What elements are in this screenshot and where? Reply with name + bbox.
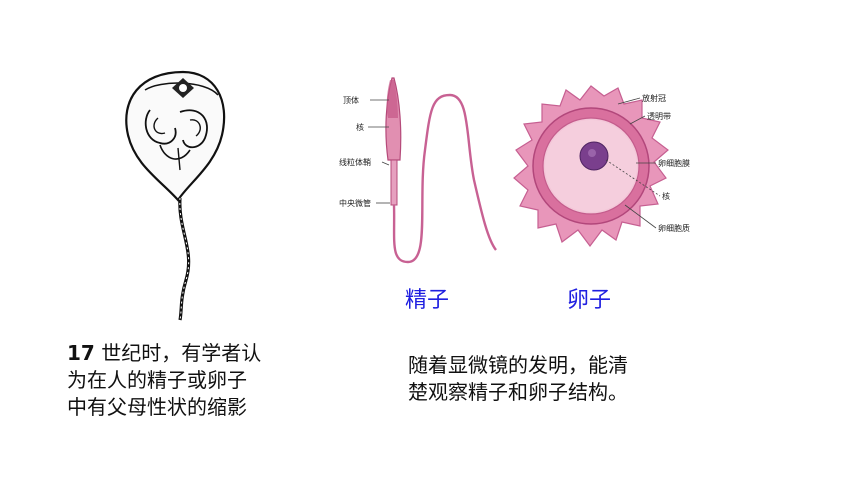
sperm-label-central-microtubule: 中央微管 bbox=[339, 199, 371, 208]
homunculus-sperm-drawing bbox=[125, 70, 226, 321]
egg-label-corona-radiata: 放射冠 bbox=[642, 94, 666, 103]
egg-label-cell-membrane: 卵细胞膜 bbox=[658, 159, 690, 168]
sperm-label-nucleus: 核 bbox=[356, 123, 364, 132]
left-caption-line-2: 为在人的精子或卵子 bbox=[67, 368, 247, 392]
left-caption-line-1: 17 世纪时，有学者认 bbox=[67, 340, 261, 367]
left-caption-line-1-text: 世纪时，有学者认 bbox=[94, 341, 262, 365]
egg-label-nucleus: 核 bbox=[662, 192, 670, 201]
left-caption-century-number: 17 bbox=[67, 341, 95, 365]
right-caption: 随着显微镜的发明，能清 楚观察精子和卵子结构。 bbox=[408, 352, 628, 406]
right-caption-line-1: 随着显微镜的发明，能清 bbox=[408, 353, 628, 377]
egg-title: 卵子 bbox=[567, 288, 612, 313]
sperm-label-mitochondrial-sheath: 线粒体鞘 bbox=[339, 158, 371, 167]
sperm-label-acrosome: 顶体 bbox=[343, 96, 359, 105]
egg-label-cytoplasm: 卵细胞质 bbox=[658, 224, 690, 233]
sperm-title: 精子 bbox=[405, 288, 450, 313]
right-caption-line-2: 楚观察精子和卵子结构。 bbox=[408, 380, 628, 404]
sperm-diagram bbox=[368, 77, 497, 264]
left-caption: 17 世纪时，有学者认 为在人的精子或卵子 中有父母性状的缩影 bbox=[67, 340, 261, 421]
egg-diagram bbox=[513, 85, 669, 247]
left-caption-line-3: 中有父母性状的缩影 bbox=[67, 395, 247, 419]
egg-label-zona-pellucida: 透明带 bbox=[647, 112, 671, 121]
